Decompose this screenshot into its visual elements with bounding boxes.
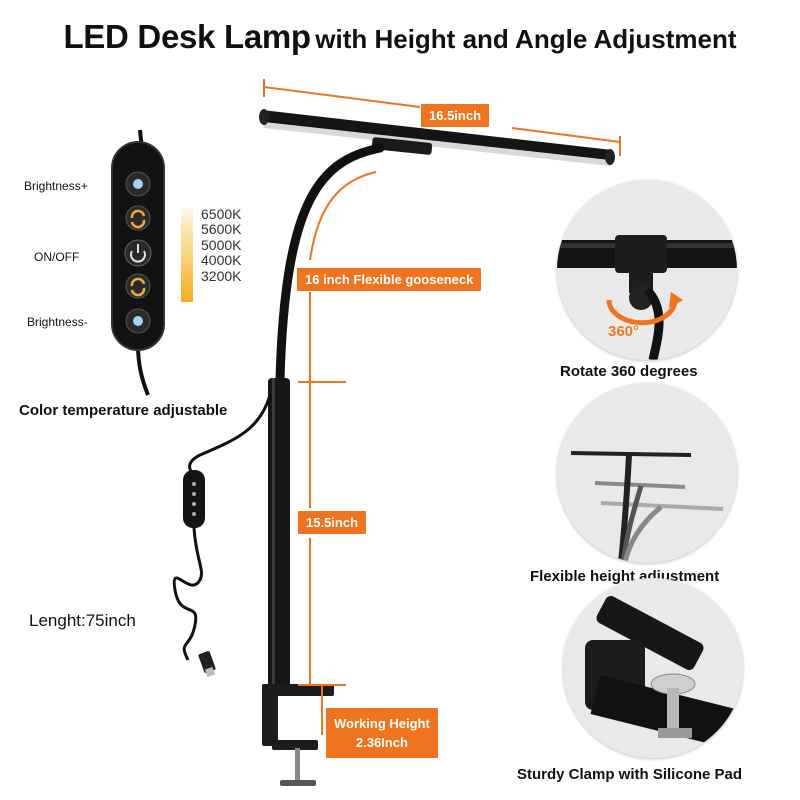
temp-5000k: 5000K — [201, 236, 242, 253]
rotate-caption: Rotate 360 degrees — [560, 363, 698, 380]
temp-4000k: 4000K — [201, 252, 242, 269]
height-feature-image — [557, 383, 737, 563]
inline-controller — [183, 470, 205, 528]
brightness-down-label: Brightness- — [27, 315, 88, 329]
temp-3200k: 3200K — [201, 267, 242, 284]
pole-height-tag: 15.5inch — [298, 511, 367, 534]
warm-color-down-icon — [126, 274, 150, 298]
head-width-dimension — [263, 79, 621, 156]
working-height-line2: 2.36Inch — [355, 735, 408, 750]
title-sub: with Height and Angle Adjustment — [315, 24, 737, 54]
rotate-badge: 360° — [608, 323, 640, 340]
color-temp-caption: Color temperature adjustable — [19, 402, 228, 419]
remote-control — [111, 141, 165, 351]
working-height-tag: Working Height 2.36Inch — [326, 708, 438, 758]
brightness-down-icon — [126, 309, 150, 333]
working-height-line1: Working Height — [334, 716, 430, 731]
clamp — [262, 684, 334, 786]
title-main: LED Desk Lamp — [63, 18, 311, 55]
rotate-feature-image — [557, 180, 737, 360]
clamp-caption: Sturdy Clamp with Silicone Pad — [517, 766, 743, 783]
color-temp-gradient — [181, 207, 193, 302]
gooseneck-tag: 16 inch Flexible gooseneck — [297, 268, 482, 291]
gooseneck — [275, 143, 385, 385]
clamp-feature-image — [563, 578, 743, 758]
power-icon — [125, 240, 151, 266]
color-temp-list: 6500K 5600K 5000K 4000K 3200K — [201, 206, 242, 284]
temp-5600k: 5600K — [201, 221, 242, 238]
head-bracket — [371, 137, 433, 155]
brightness-up-label: Brightness+ — [24, 179, 88, 193]
lamp-pole — [268, 378, 290, 688]
head-width-tag: 16.5inch — [421, 104, 490, 127]
gooseneck-dimension — [309, 171, 377, 261]
brightness-up-icon — [126, 172, 150, 196]
lamp-head — [259, 109, 615, 166]
power-cable — [172, 527, 203, 661]
cable-length-label: Lenght:75inch — [29, 611, 136, 630]
page-title: LED Desk Lamp with Height and Angle Adju… — [0, 18, 800, 56]
warm-color-up-icon — [126, 206, 150, 230]
temp-6500k: 6500K — [201, 206, 242, 222]
on-off-label: ON/OFF — [34, 250, 80, 264]
